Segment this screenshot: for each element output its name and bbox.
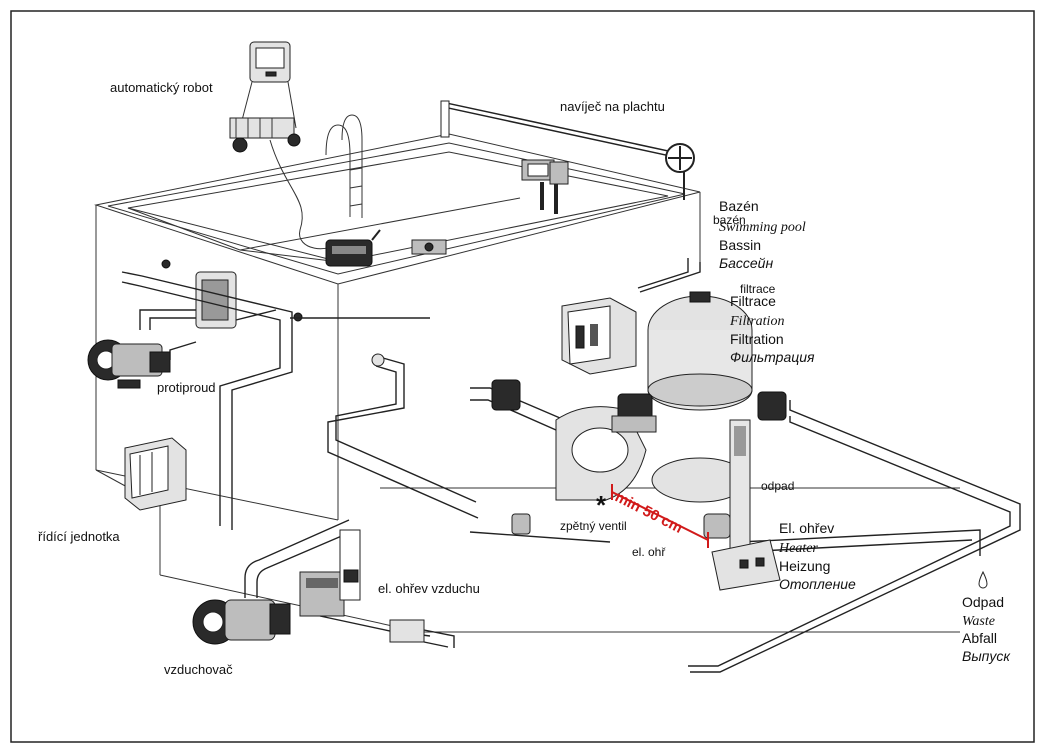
asterisk-icon: *: [596, 490, 607, 520]
label-waste-cs: Odpad: [962, 594, 1004, 610]
label-heater-cs: El. ohřev: [779, 520, 834, 536]
electric-heater: [703, 419, 781, 591]
label-cover-reel: navíječ na plachtu: [560, 99, 665, 114]
min-distance-dimension: [611, 484, 709, 548]
diagram-frame: [10, 10, 1035, 743]
label-waste-en: Waste: [962, 614, 995, 629]
counter-current-unit: [87, 271, 237, 389]
pool-basin: [94, 133, 960, 633]
filtration-unit: [491, 291, 787, 503]
label-waste-small: odpad: [761, 479, 794, 493]
label-electric-heater-small: el. ohř: [632, 545, 666, 559]
label-control-unit: řídící jednotka: [38, 529, 120, 544]
label-filtration-fr: Filtration: [730, 331, 784, 347]
label-heater-de: Heizung: [779, 558, 830, 574]
label-pool-en: Swimming pool: [719, 220, 806, 235]
robot-icon: [229, 41, 381, 267]
label-air-heater: el. ohřev vzduchu: [378, 581, 480, 596]
cover-reel: [440, 100, 695, 200]
label-blower: vzduchovač: [164, 662, 233, 677]
label-filtration-ru: Фильтрация: [730, 349, 815, 365]
air-blower: [192, 519, 352, 645]
main-drain: [411, 239, 447, 255]
label-pool-ru: Бассейн: [719, 255, 773, 271]
control-unit: [124, 437, 187, 511]
label-counter-current: protiproud: [157, 380, 216, 395]
label-pool-cs: Bazén: [719, 198, 759, 214]
label-check-valve: zpětný ventil: [560, 519, 627, 533]
label-pool-fr: Bassin: [719, 237, 761, 253]
label-robot: automatický robot: [110, 80, 213, 95]
label-filtration-cs: Filtrace: [730, 293, 776, 309]
label-heater-en: Heater: [778, 541, 818, 556]
label-waste-de: Abfall: [962, 630, 997, 646]
label-waste-ru: Выпуск: [962, 648, 1011, 664]
pipework: [121, 258, 1021, 673]
robot-cleaner-in-pool: [325, 229, 381, 267]
label-heater-ru: Отопление: [779, 576, 856, 592]
air-heater: [299, 529, 455, 648]
skimmer: [521, 159, 569, 214]
drop-icon: [978, 570, 988, 589]
label-filtration-en: Filtration: [729, 314, 784, 329]
pool-ladder: [325, 114, 363, 218]
label-filtration-small: filtrace: [740, 282, 776, 296]
label-pool-small: bazén: [713, 213, 746, 227]
